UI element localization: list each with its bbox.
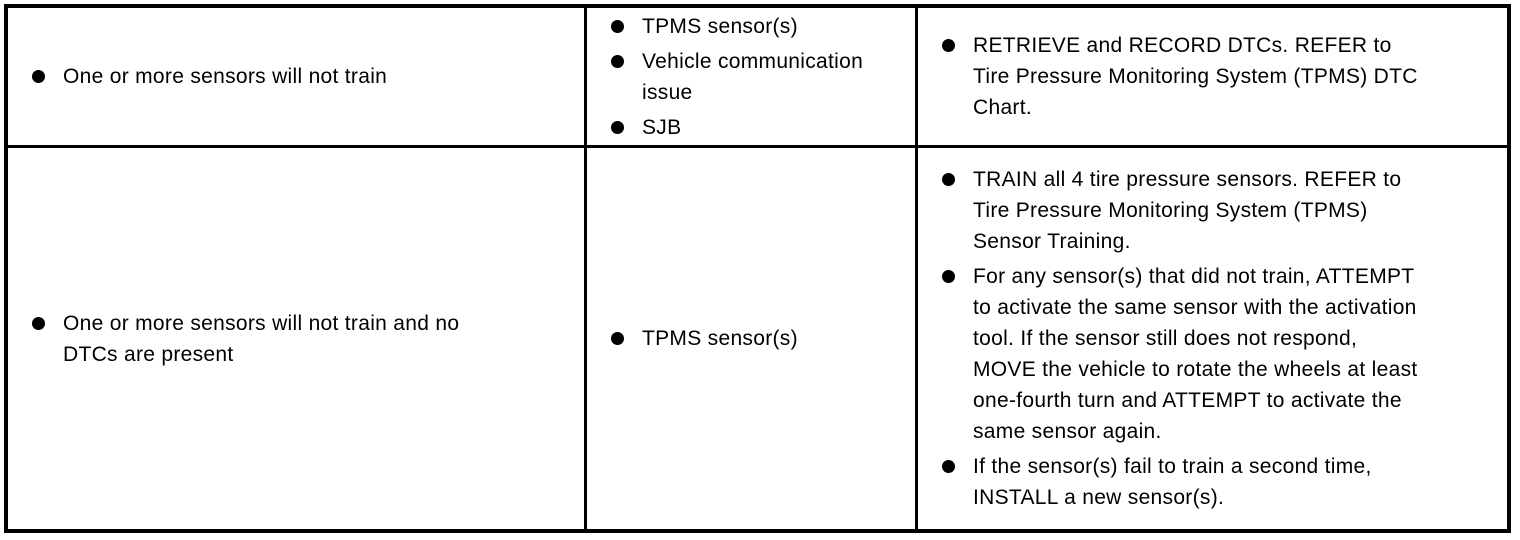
bullet-text: TRAIN all 4 tire pressure sensors. REFER… bbox=[973, 168, 1402, 253]
bullet-icon bbox=[32, 316, 45, 330]
bullet-icon bbox=[611, 332, 624, 345]
list-item: TRAIN all 4 tire pressure sensors. REFER… bbox=[942, 164, 1501, 257]
bullet-text: RETRIEVE and RECORD DTCs. REFER to Tire … bbox=[973, 34, 1418, 119]
bullet-text: SJB bbox=[642, 115, 682, 139]
bullet-text: TPMS sensor(s) bbox=[642, 14, 798, 38]
cell-row2-possible-sources: TPMS sensor(s) bbox=[587, 148, 918, 529]
tpms-diagnostic-table: One or more sensors will not train TPMS … bbox=[4, 4, 1511, 533]
bullet-icon bbox=[611, 54, 624, 68]
list-item: SJB bbox=[611, 112, 909, 143]
list-item: Vehicle communication issue bbox=[611, 46, 909, 108]
bullet-text: One or more sensors will not train and n… bbox=[63, 311, 460, 366]
bullet-icon bbox=[942, 39, 955, 52]
list-item: RETRIEVE and RECORD DTCs. REFER to Tire … bbox=[942, 30, 1501, 123]
bullet-text: One or more sensors will not train bbox=[63, 65, 388, 88]
list-item: TPMS sensor(s) bbox=[611, 323, 909, 354]
possible-sources-list: TPMS sensor(s) Vehicle communication issu… bbox=[587, 11, 915, 143]
actions-list: TRAIN all 4 tire pressure sensors. REFER… bbox=[918, 164, 1507, 513]
bullet-text: For any sensor(s) that did not train, AT… bbox=[973, 265, 1418, 443]
bullet-icon bbox=[611, 120, 624, 134]
cell-row1-symptom: One or more sensors will not train bbox=[8, 8, 587, 148]
list-item: TPMS sensor(s) bbox=[611, 11, 909, 42]
list-item: For any sensor(s) that did not train, AT… bbox=[942, 261, 1501, 447]
cell-row2-symptom: One or more sensors will not train and n… bbox=[8, 148, 587, 529]
bullet-icon bbox=[942, 173, 955, 186]
bullet-icon bbox=[942, 270, 955, 283]
actions-list: RETRIEVE and RECORD DTCs. REFER to Tire … bbox=[918, 30, 1507, 123]
bullet-text: TPMS sensor(s) bbox=[642, 327, 798, 350]
cell-row1-actions: RETRIEVE and RECORD DTCs. REFER to Tire … bbox=[918, 8, 1507, 148]
cell-row2-actions: TRAIN all 4 tire pressure sensors. REFER… bbox=[918, 148, 1507, 529]
list-item: If the sensor(s) fail to train a second … bbox=[942, 451, 1501, 513]
bullet-icon bbox=[942, 460, 955, 473]
bullet-icon bbox=[32, 70, 45, 83]
bullet-text: If the sensor(s) fail to train a second … bbox=[973, 455, 1372, 509]
cell-row1-possible-sources: TPMS sensor(s) Vehicle communication issu… bbox=[587, 8, 918, 148]
list-item: One or more sensors will not train and n… bbox=[32, 308, 578, 370]
bullet-text: Vehicle communication issue bbox=[642, 49, 864, 104]
list-item: One or more sensors will not train bbox=[32, 61, 578, 92]
bullet-icon bbox=[611, 19, 624, 33]
symptom-list: One or more sensors will not train bbox=[8, 61, 584, 92]
symptom-list: One or more sensors will not train and n… bbox=[8, 308, 584, 370]
possible-sources-list: TPMS sensor(s) bbox=[587, 323, 915, 354]
